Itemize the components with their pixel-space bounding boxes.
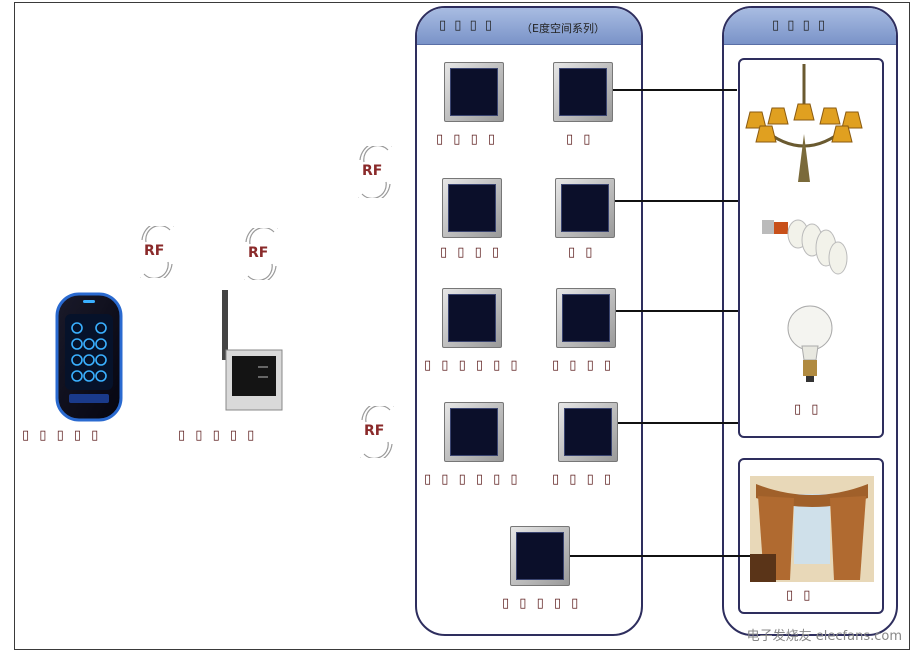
curtain-label: ▯ ▯ [786,588,814,603]
switch-label: ▯ ▯ ▯ ▯ [436,132,499,147]
switch-single-gang [444,62,504,122]
remote-control-icon [55,292,123,422]
switch-curtain [510,526,570,586]
device-panel-header: ▯ ▯ ▯ ▯ [724,8,896,45]
switch-label: ▯ ▯ ▯ ▯ ▯ ▯ [424,472,521,487]
connection-wire [613,89,737,91]
watermark: 电子发烧友 elecfans.com [746,629,902,644]
lights-label: ▯ ▯ [794,402,822,417]
switch-label: ▯ ▯ [566,132,594,147]
switch-double-dimmer [558,402,618,462]
switch-double-dimmer [444,402,504,462]
switch-panel-title: ▯ ▯ ▯ ▯ [439,18,495,33]
switch-label: ▯ ▯ ▯ ▯ ▯ [502,596,582,611]
rf-label: RF [248,245,269,261]
switch-label: ▯ ▯ ▯ ▯ ▯ ▯ [424,358,521,373]
rf-label: RF [144,243,165,259]
device-panel-title: ▯ ▯ ▯ ▯ [772,18,828,33]
switch-dimmer [556,288,616,348]
connection-wire [615,200,738,202]
switch-label: ▯ ▯ ▯ ▯ [440,245,503,260]
rf-signal: RF [236,223,286,285]
switch-label: ▯ ▯ [568,245,596,260]
rf-signal: RF [350,141,400,203]
switch-panel-subtitle: （E度空间系列） [521,22,605,35]
rf-signal: RF [132,221,182,283]
connection-wire [570,555,750,557]
rf-label: RF [362,163,383,179]
switch-double-gang [442,178,502,238]
curtain-icon [750,476,874,582]
connection-wire [616,310,738,312]
rf-gateway-icon [222,290,283,411]
switch-double-gang [555,178,615,238]
remote-label: ▯ ▯ ▯ ▯ ▯ [22,428,102,443]
switch-label: ▯ ▯ ▯ ▯ [552,358,615,373]
switch-label: ▯ ▯ ▯ ▯ [552,472,615,487]
gateway-label: ▯ ▯ ▯ ▯ ▯ [178,428,258,443]
incandescent-bulb-icon [787,305,833,382]
switch-panel-header: ▯ ▯ ▯ ▯ （E度空间系列） [417,8,641,45]
switch-single-gang [553,62,613,122]
cfl-bulb-icon [762,219,848,275]
rf-signal: RF [352,401,402,463]
chandelier-icon [745,64,863,182]
switch-dimmer [442,288,502,348]
connection-wire [618,422,738,424]
rf-label: RF [364,423,385,439]
diagram-frame [14,2,910,650]
